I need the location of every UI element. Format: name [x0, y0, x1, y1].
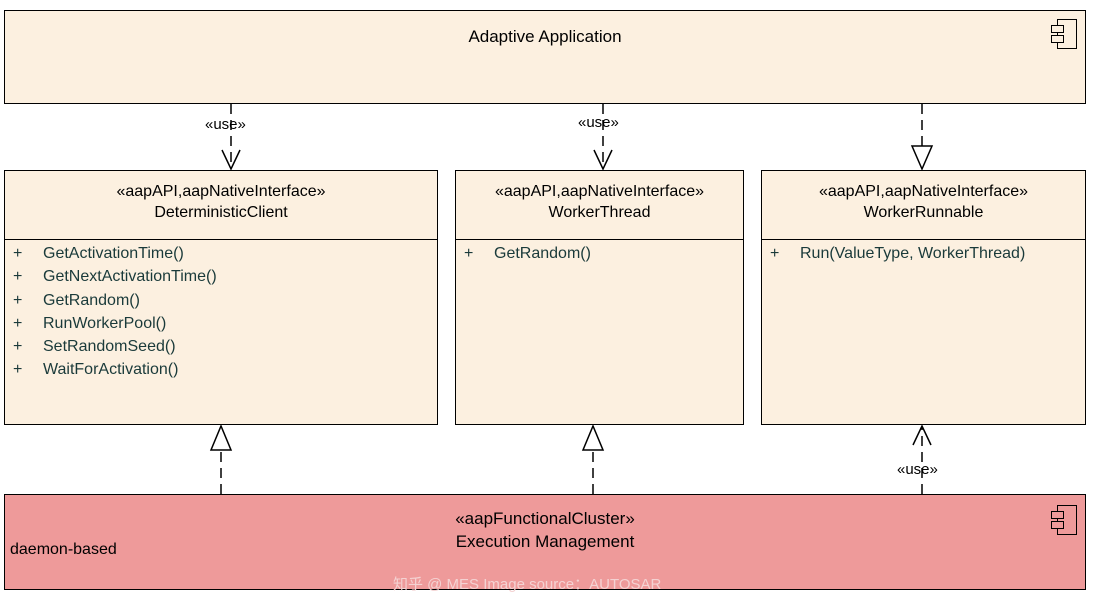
class-header: «aapAPI,aapNativeInterface» WorkerThread	[456, 171, 743, 240]
realization-arrowhead-wr	[910, 145, 934, 171]
class-stereotype: «aapAPI,aapNativeInterface»	[818, 183, 1029, 200]
operation-list: +GetActivationTime() +GetNextActivationT…	[13, 245, 217, 385]
component-icon	[1051, 19, 1077, 49]
class-worker-thread[interactable]: «aapAPI,aapNativeInterface» WorkerThread…	[455, 170, 744, 425]
class-name: WorkerRunnable	[863, 204, 984, 221]
component-note: daemon-based	[10, 541, 117, 558]
class-stereotype: «aapAPI,aapNativeInterface»	[116, 183, 326, 200]
adaptive-application-component[interactable]: Adaptive Application	[4, 10, 1086, 104]
operation-item: +GetRandom()	[13, 291, 140, 309]
use-dependency-arrowhead-wt	[593, 149, 613, 171]
realization-arrowhead-em-wt	[581, 424, 605, 451]
class-worker-runnable[interactable]: «aapAPI,aapNativeInterface» WorkerRunnab…	[761, 170, 1086, 425]
operation-list: +Run(ValueType, WorkerThread)	[770, 245, 1025, 268]
operation-item: +GetActivationTime()	[13, 245, 184, 262]
use-dependency-arrowhead-dc	[221, 149, 241, 171]
operation-item: +RunWorkerPool()	[13, 314, 167, 332]
class-header: «aapAPI,aapNativeInterface» WorkerRunnab…	[762, 171, 1085, 240]
class-header: «aapAPI,aapNativeInterface» Deterministi…	[5, 171, 437, 240]
class-name: DeterministicClient	[154, 204, 288, 221]
use-label-dc: «use»	[205, 116, 246, 133]
operation-list: +GetRandom()	[464, 245, 591, 268]
use-label-em-wr: «use»	[897, 461, 938, 478]
operation-item: +GetNextActivationTime()	[13, 268, 217, 286]
execution-management-component[interactable]: «aapFunctionalCluster» Execution Managem…	[4, 494, 1086, 590]
class-stereotype: «aapAPI,aapNativeInterface»	[494, 183, 705, 200]
operation-item: +WaitForActivation()	[13, 361, 179, 379]
component-header: «aapFunctionalCluster» Execution Managem…	[5, 509, 1085, 552]
operation-item: +SetRandomSeed()	[13, 338, 176, 356]
component-title: Execution Management	[455, 532, 635, 551]
watermark: 知乎 @ MES Image source：AUTOSAR	[393, 576, 662, 593]
use-dependency-arrowhead-em-wr	[912, 424, 932, 446]
class-deterministic-client[interactable]: «aapAPI,aapNativeInterface» Deterministi…	[4, 170, 438, 425]
realization-arrowhead-em-dc	[209, 424, 233, 451]
use-label-wt: «use»	[578, 114, 619, 131]
component-icon	[1051, 505, 1077, 535]
operation-item: +Run(ValueType, WorkerThread)	[770, 245, 1026, 262]
operation-item: +GetRandom()	[464, 245, 591, 262]
class-name: WorkerThread	[548, 204, 651, 221]
component-stereotype: «aapFunctionalCluster»	[455, 509, 635, 528]
component-title: Adaptive Application	[468, 27, 622, 46]
